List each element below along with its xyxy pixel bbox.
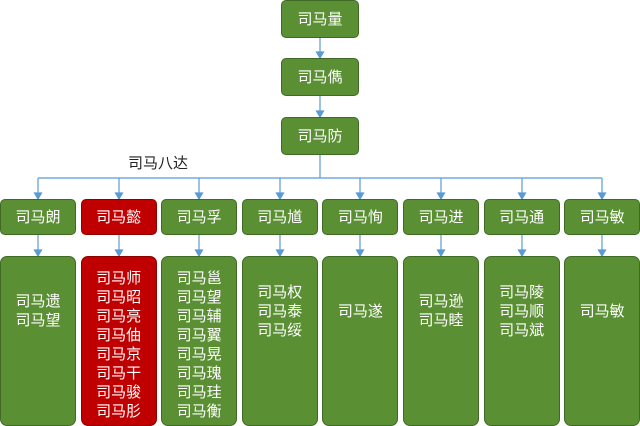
grandson-name: 司马晃: [176, 345, 222, 363]
connector-arrow: [597, 192, 607, 201]
grandson-group-2[interactable]: 司马师司马昭司马亮司马伷司马京司马干司马骏司马肜: [80, 256, 157, 426]
grandson-name: 司马珪: [176, 383, 222, 401]
grandson-name: 司马敏: [579, 301, 625, 320]
son-node-5[interactable]: 司马恂: [322, 199, 399, 235]
grandson-name: 司马干: [96, 364, 142, 382]
grandson-name: 司马陵: [499, 282, 545, 301]
connector-arrow: [194, 249, 204, 258]
grandson-name: 司马师: [96, 269, 142, 287]
ancestor-node-1[interactable]: 司马量: [281, 0, 359, 38]
son-node-8[interactable]: 司马敏: [564, 199, 640, 235]
son-node-2[interactable]: 司马懿: [80, 199, 157, 235]
connector-arrow: [114, 192, 124, 201]
connector-arrow: [355, 249, 365, 258]
connector-arrow: [114, 249, 124, 258]
grandson-name: 司马泰: [257, 301, 303, 320]
grandson-name: 司马遂: [337, 301, 383, 320]
grandson-name: 司马肜: [96, 402, 142, 420]
grandson-name: 司马望: [15, 311, 61, 329]
group-label: 司马八达: [128, 154, 189, 172]
grandson-name: 司马瑰: [176, 364, 222, 382]
ancestor-node-3[interactable]: 司马防: [281, 117, 359, 155]
connector-arrow: [275, 192, 285, 201]
connector-arrow: [355, 192, 365, 201]
son-node-1[interactable]: 司马朗: [0, 199, 76, 235]
son-node-6[interactable]: 司马进: [403, 199, 479, 235]
grandson-group-6[interactable]: 司马逊司马睦: [403, 256, 479, 426]
connector-lines: [33, 38, 607, 258]
grandson-group-4[interactable]: 司马权司马泰司马绥: [241, 256, 318, 426]
connector-arrow: [597, 249, 607, 258]
grandson-name: 司马翼: [176, 326, 222, 344]
connector-arrow: [436, 192, 446, 201]
grandson-name: 司马遗: [15, 292, 61, 310]
connector-arrow: [517, 249, 527, 258]
connector-arrow: [315, 110, 325, 119]
grandson-name: 司马京: [96, 345, 142, 363]
grandson-name: 司马望: [176, 288, 222, 306]
grandson-name: 司马斌: [499, 320, 545, 339]
connector-arrow: [315, 51, 325, 60]
grandson-name: 司马辅: [176, 307, 222, 325]
son-node-3[interactable]: 司马孚: [161, 199, 238, 235]
son-node-4[interactable]: 司马馗: [241, 199, 318, 235]
grandson-name: 司马亮: [96, 307, 142, 325]
grandson-group-8[interactable]: 司马敏: [564, 256, 640, 426]
grandson-name: 司马昭: [96, 288, 142, 306]
grandson-name: 司马权: [257, 282, 303, 301]
son-node-7[interactable]: 司马通: [483, 199, 560, 235]
connector-arrow: [436, 249, 446, 258]
connector-arrow: [33, 192, 43, 201]
connector-arrow: [33, 249, 43, 258]
grandson-group-1[interactable]: 司马遗司马望: [0, 256, 76, 426]
grandson-group-7[interactable]: 司马陵司马顺司马斌: [483, 256, 560, 426]
grandson-name: 司马衡: [176, 402, 222, 420]
grandson-name: 司马伷: [96, 326, 142, 344]
grandson-group-3[interactable]: 司马邕司马望司马辅司马翼司马晃司马瑰司马珪司马衡: [161, 256, 238, 426]
grandson-name: 司马睦: [418, 311, 464, 329]
connector-arrow: [275, 249, 285, 258]
ancestor-node-2[interactable]: 司马儁: [281, 58, 359, 96]
connector-arrow: [517, 192, 527, 201]
grandson-group-5[interactable]: 司马遂: [322, 256, 399, 426]
grandson-name: 司马绥: [257, 320, 303, 339]
grandson-name: 司马逊: [418, 292, 464, 310]
grandson-name: 司马骏: [96, 383, 142, 401]
grandson-name: 司马顺: [499, 301, 545, 320]
grandson-name: 司马邕: [176, 269, 222, 287]
connector-arrow: [194, 192, 204, 201]
